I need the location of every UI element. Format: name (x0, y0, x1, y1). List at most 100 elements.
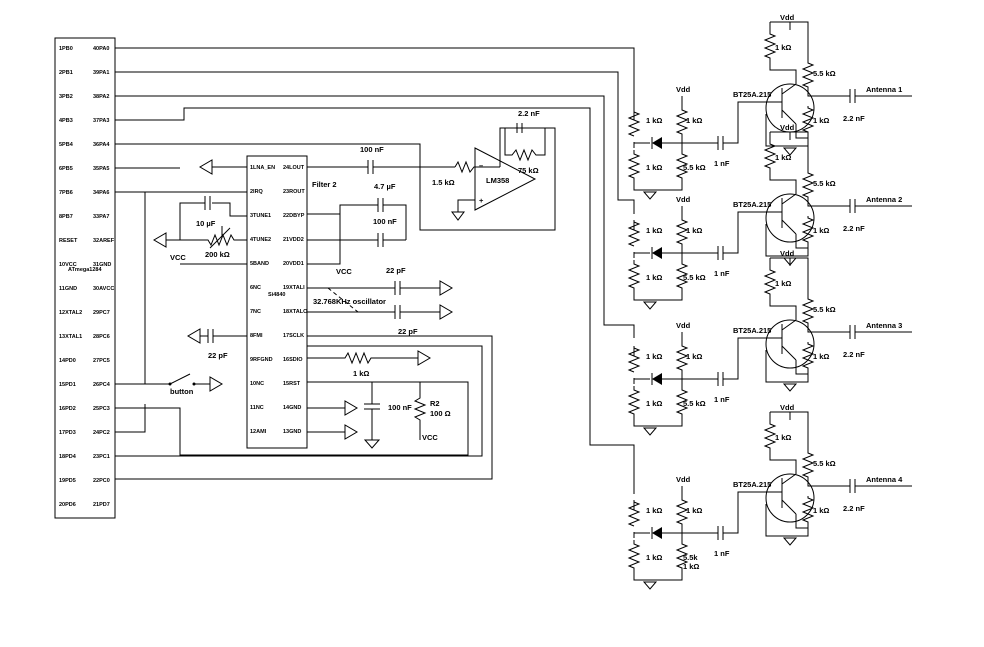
button-label: button (170, 387, 194, 396)
mcu-pin-label: 4PB3 (59, 118, 73, 124)
vdd-top-label: Vdd (780, 249, 795, 258)
mcu-pin-label: 2PB1 (59, 70, 73, 76)
cap-out-label: 2.2 nF (843, 350, 865, 359)
cap-in-label: 1 nF (714, 159, 730, 168)
radio-pin-label: 8FMI (250, 333, 263, 339)
div-r1-label: 1 kΩ (686, 506, 702, 515)
c-100nf-b-label: 100 nF (373, 217, 397, 226)
mcu-pin-label: 29PC7 (93, 310, 110, 316)
radio-pin-label: 11NC (250, 405, 264, 411)
mcu-pin-label: 14PD0 (59, 358, 76, 364)
c-10u-label: 10 µF (196, 219, 216, 228)
mcu-pin-label: 26PC4 (93, 382, 111, 388)
cap-in-label: 1 nF (714, 269, 730, 278)
radio-pin-label: 24LOUT (283, 165, 305, 171)
r2-label: R2 (430, 399, 440, 408)
antenna-name-label: Antenna 3 (866, 321, 902, 330)
mcu-pin-label: 6PB5 (59, 166, 73, 172)
mcu-pin-label: 24PC2 (93, 430, 110, 436)
c-4u7-label: 4.7 µF (374, 182, 396, 191)
filter2-label: Filter 2 (312, 180, 337, 189)
div-l2-label: 1 kΩ (646, 163, 662, 172)
r-top-label: 1 kΩ (775, 43, 791, 52)
vdd-top-label: Vdd (780, 123, 795, 132)
mcu-pin-label: 1PB0 (59, 46, 73, 52)
transistor-label: BT25A.215 (733, 90, 771, 99)
mcu-pin-label: 27PC5 (93, 358, 110, 364)
radio-pin-label: 19XTALI (283, 285, 305, 291)
mcu-pin-label: 28PC6 (93, 334, 110, 340)
opamp-label: LM358 (486, 176, 509, 185)
div-l2-label: 1 kΩ (646, 273, 662, 282)
r-1k5-label: 1.5 kΩ (432, 178, 455, 187)
div-l1-label: 1 kΩ (646, 352, 662, 361)
mcu-pin-label: RESET (59, 238, 78, 244)
r2-val-label: 100 Ω (430, 409, 451, 418)
mcu-chip: ATmega1284 1PB02PB13PB24PB35PB46PB57PB68… (54, 37, 116, 519)
radio-pin-label: 1LNA_EN (250, 165, 275, 171)
radio-pin-label: 23ROUT (283, 189, 305, 195)
mcu-pin-label: 8PB7 (59, 214, 73, 220)
radio-pin-label: 14GND (283, 405, 301, 411)
mcu-pin-label: 37PA3 (93, 118, 109, 124)
cap-out-label: 2.2 nF (843, 114, 865, 123)
r-base-label: 5.5 kΩ (813, 69, 836, 78)
div-r2-label: 5.5 kΩ (683, 273, 706, 282)
mcu-pin-label: 36PA4 (93, 142, 110, 148)
r-base-label: 5.5 kΩ (813, 459, 836, 468)
opamp-minus: – (479, 161, 483, 170)
c-22pf-b-label: 22 pF (398, 327, 418, 336)
r-base-label: 5.5 kΩ (813, 305, 836, 314)
r-emit-label: 1 kΩ (813, 352, 829, 361)
cap-out-label: 2.2 nF (843, 224, 865, 233)
cap-in-label: 1 nF (714, 549, 730, 558)
mcu-pin-label: 3PB2 (59, 94, 73, 100)
div-r2-label: 5.5 kΩ (683, 163, 706, 172)
div-r1-label: 1 kΩ (686, 226, 702, 235)
mcu-part-label: ATmega1284 (68, 267, 102, 273)
radio-pin-label: 12AMI (250, 429, 267, 435)
mcu-pin-label: 18PD4 (59, 454, 77, 460)
mcu-pin-label: 17PD3 (59, 430, 76, 436)
transistor-label: BT25A.215 (733, 326, 771, 335)
antenna-name-label: Antenna 1 (866, 85, 902, 94)
r-75k-label: 75 kΩ (518, 166, 539, 175)
div-r1-label: 1 kΩ (686, 116, 702, 125)
mcu-pin-label: 30AVCC (93, 286, 114, 292)
radio-pin-label: 9RFGND (250, 357, 273, 363)
mcu-pin-label: 15PD1 (59, 382, 76, 388)
div-l2-label: 1 kΩ (646, 553, 662, 562)
vcc-a-label: VCC (170, 253, 186, 262)
c-22pf-c-label: 22 pF (208, 351, 228, 360)
radio-pin-label: 15RST (283, 381, 301, 387)
mcu-pin-label: 5PB4 (59, 142, 74, 148)
mcu-pin-label: 33PA7 (93, 214, 109, 220)
antenna-name-label: Antenna 2 (866, 195, 902, 204)
mcu-pin-label: 35PA5 (93, 166, 109, 172)
div-l1-label: 1 kΩ (646, 116, 662, 125)
radio-pin-label: 16SDIO (283, 357, 303, 363)
r-top-label: 1 kΩ (775, 153, 791, 162)
mcu-pin-label: 31GND (93, 262, 111, 268)
c-2n2-top-label: 2.2 nF (518, 109, 540, 118)
r-200k-label: 200 kΩ (205, 250, 230, 259)
transistor-label: BT25A.215 (733, 200, 771, 209)
vdd-label: Vdd (676, 195, 691, 204)
mcu-pin-label: 21PD7 (93, 502, 110, 508)
r-base-label: 5.5 kΩ (813, 179, 836, 188)
mcu-pin-label: 32AREF (93, 238, 115, 244)
mcu-pin-label: 25PC3 (93, 406, 110, 412)
vdd-label: Vdd (676, 321, 691, 330)
radio-chip: Si4840 1LNA_EN2IRQ3TUNE14TUNE25BAND6NC7N… (246, 155, 308, 449)
mcu-pin-label: 38PA2 (93, 94, 109, 100)
div-r2-label: 5.5 kΩ (683, 399, 706, 408)
r-1k-sdio-label: 1 kΩ (353, 369, 369, 378)
pa-bus-wires (115, 47, 635, 494)
cap-in-label: 1 nF (714, 395, 730, 404)
r-emit-label: 1 kΩ (813, 116, 829, 125)
c-100nf-c-label: 100 nF (388, 403, 412, 412)
vdd-top-label: Vdd (780, 403, 795, 412)
transistor-label: BT25A.215 (733, 480, 771, 489)
